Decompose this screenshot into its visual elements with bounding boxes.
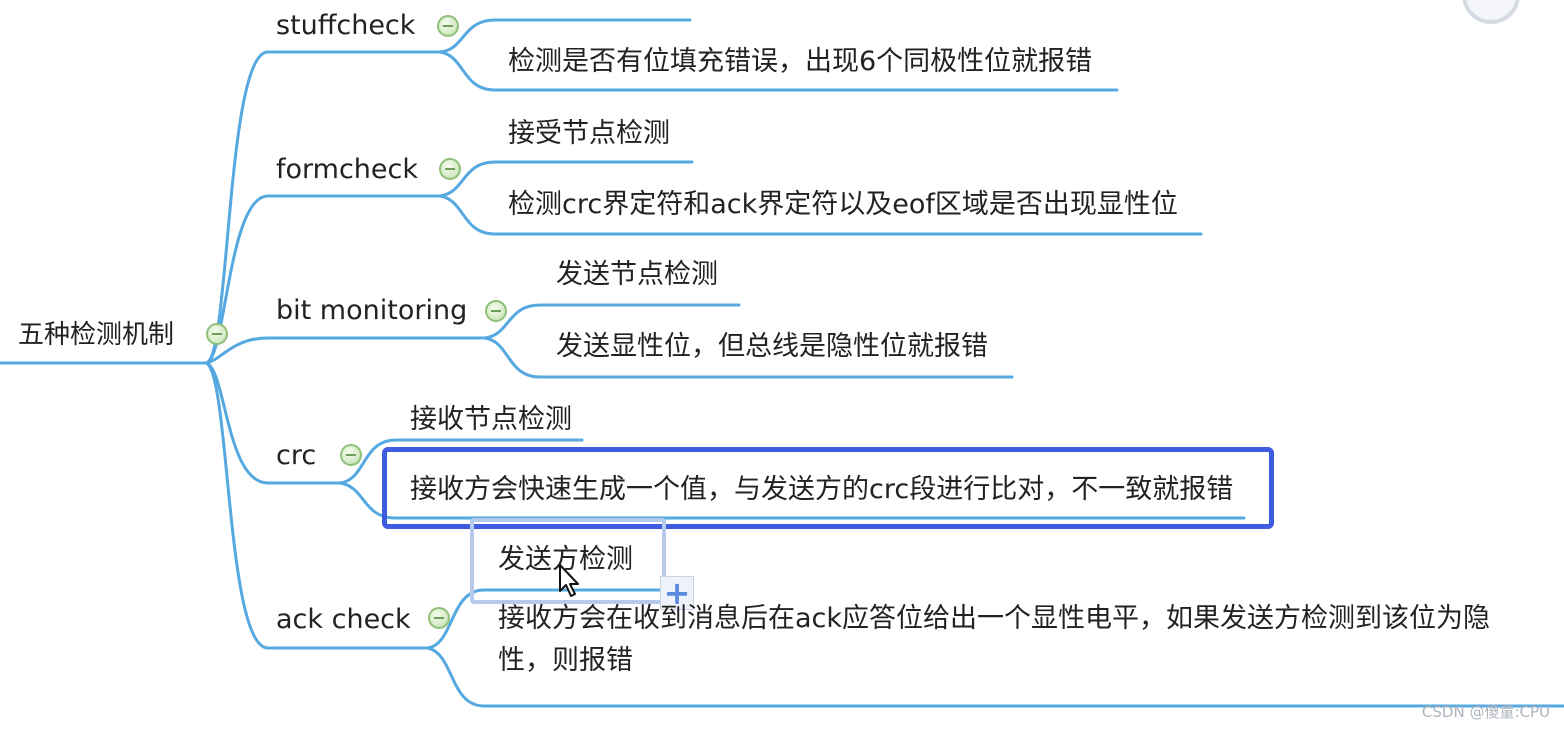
connector-bit-monitoring-1	[483, 303, 741, 340]
leaf-formcheck-2[interactable]: 检测crc界定符和ack界定符以及eof区域是否出现显性位	[508, 189, 1178, 220]
hover-topic-frame	[470, 518, 666, 604]
branch-stuffcheck[interactable]: stuffcheck	[276, 10, 416, 41]
branch-crc[interactable]: crc	[276, 440, 317, 471]
leaf-stuffcheck-1[interactable]: 检测是否有位填充错误，出现6个同极性位就报错	[508, 46, 1093, 77]
collapse-root-icon[interactable]	[206, 323, 228, 345]
connector-formcheck-2	[438, 194, 1203, 236]
leaf-formcheck-1[interactable]: 接受节点检测	[508, 118, 670, 149]
leaf-crc-1[interactable]: 接收节点检测	[410, 404, 572, 435]
mouse-pointer-icon	[559, 564, 579, 597]
connector-ack-check-1	[426, 588, 662, 650]
connector-formcheck-1	[438, 160, 694, 198]
selected-topic-frame	[382, 447, 1274, 529]
watermark: CSDN @傻童:CPU	[1421, 703, 1550, 721]
add-topic-plus-icon[interactable]: +	[660, 576, 694, 610]
connector-bit-monitoring-2	[483, 336, 1014, 379]
leaf-bit-monitoring-1[interactable]: 发送节点检测	[556, 259, 718, 290]
connector-crc	[204, 361, 342, 485]
collapse-crc-icon[interactable]	[340, 444, 362, 466]
leaf-ack-check-1[interactable]: 发送方检测	[498, 544, 633, 575]
branch-ack-check[interactable]: ack check	[276, 604, 411, 635]
branch-bit-monitoring[interactable]: bit monitoring	[276, 295, 468, 326]
connector-ack-check-2	[426, 646, 1564, 708]
connector-stuffcheck-1	[438, 18, 692, 54]
connector-stuffcheck-2	[438, 50, 1119, 92]
connector-formcheck	[204, 194, 442, 365]
collapse-bit-monitoring-icon[interactable]	[485, 300, 507, 322]
root-topic[interactable]: 五种检测机制	[18, 320, 175, 350]
leaf-crc-2[interactable]: 接收方会快速生成一个值，与发送方的crc段进行比对，不一致就报错	[410, 474, 1234, 505]
collapse-formcheck-icon[interactable]	[439, 158, 461, 180]
connector-ack-check	[204, 361, 430, 650]
leaf-bit-monitoring-2[interactable]: 发送显性位，但总线是隐性位就报错	[556, 331, 988, 362]
branch-formcheck[interactable]: formcheck	[276, 154, 419, 185]
collapse-ack-check-icon[interactable]	[428, 607, 450, 629]
connector-crc-2	[338, 481, 1246, 520]
connector-bit-monitoring	[204, 336, 487, 365]
leaf-ack-check-2[interactable]: 接收方会在收到消息后在ack应答位给出一个显性电平，如果发送方检测到该位为隐性，…	[498, 603, 1491, 676]
collapse-stuffcheck-icon[interactable]	[437, 15, 459, 37]
connector-crc-1	[338, 438, 584, 485]
